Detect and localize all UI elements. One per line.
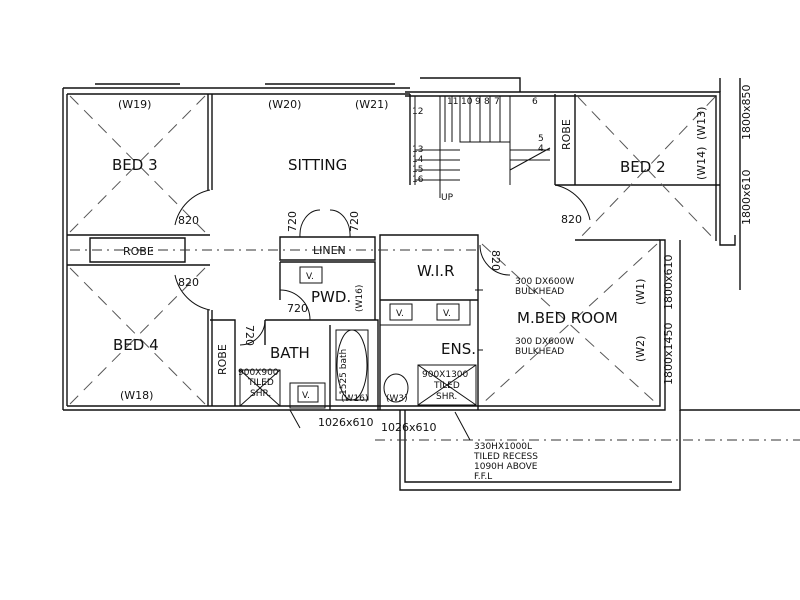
- window-w14: (W14): [695, 147, 708, 180]
- step-5: 5: [538, 134, 544, 144]
- door-bed4: 820: [178, 276, 199, 289]
- door-mbed: 820: [489, 250, 502, 271]
- shower-bath-shr: SHR.: [250, 389, 271, 399]
- shower-bath-tiled: TILED: [247, 378, 274, 388]
- basin-pwd: V.: [306, 272, 314, 282]
- shower-bath-size: 900X900: [238, 368, 279, 378]
- room-sitting: SITTING: [288, 156, 347, 174]
- door-pwd: 720: [287, 302, 308, 315]
- recess-note-size: 330HX1000L: [474, 442, 532, 452]
- room-bed3: BED 3: [112, 156, 158, 174]
- window-w18: (W18): [120, 389, 153, 402]
- door-linen-1: 720: [286, 211, 299, 232]
- fixtures: [239, 266, 483, 441]
- stairs: [414, 96, 551, 198]
- recess-note-height: 1090H ABOVE: [474, 462, 538, 472]
- step-15: 15: [412, 165, 423, 175]
- fixture-labels: V. V. V. V. 900X900 TILED SHR. 900X1300 …: [238, 272, 469, 402]
- step-13: 13: [412, 145, 423, 155]
- window-w13: (W13): [695, 107, 708, 140]
- room-mbed: M.BED ROOM: [517, 309, 618, 327]
- door-bed3: 820: [178, 214, 199, 227]
- bulkhead-note-2-label: BULKHEAD: [515, 347, 564, 357]
- room-labels: BED 3 SITTING BED 2 BED 4 M.BED ROOM W.I…: [112, 119, 666, 375]
- stair-numbers: 11 10 9 8 7 6 12 5 4 13 14 15 16 UP: [412, 97, 544, 203]
- room-wir: W.I.R: [417, 262, 455, 280]
- window-dim-mbed-top: 1800x610: [662, 254, 675, 310]
- robe-bed2-label: ROBE: [560, 119, 573, 150]
- shower-ens-tiled: TILED: [433, 381, 460, 391]
- shower-ens-shr: SHR.: [436, 392, 457, 402]
- step-6: 6: [532, 97, 538, 107]
- walls: [62, 77, 800, 491]
- room-bed2: BED 2: [620, 158, 666, 176]
- basin-ens-2: V.: [443, 309, 451, 319]
- window-dim-top: 1800x850: [740, 84, 753, 140]
- window-dim-mbed-bot: 1800x1450: [662, 323, 675, 386]
- step-10: 10: [461, 97, 473, 107]
- shower-ens-size: 900X1300: [422, 370, 469, 380]
- step-4: 4: [538, 144, 544, 154]
- window-dim-ens: 1026x610: [381, 421, 437, 434]
- window-w16-pwd: (W16): [355, 285, 365, 312]
- dimension-labels: 820 820 820 820 720 720 720 720 1800x850…: [178, 84, 753, 434]
- step-16: 16: [412, 175, 424, 185]
- room-bath: BATH: [270, 344, 310, 362]
- doors: [174, 184, 591, 346]
- door-bed2: 820: [561, 213, 582, 226]
- robe-left-label: ROBE: [123, 245, 154, 258]
- step-8: 8: [484, 97, 490, 107]
- window-w20: (W20): [268, 98, 301, 111]
- robe-bed4-label: ROBE: [216, 344, 229, 375]
- window-w16-bath: (W16): [341, 394, 368, 404]
- window-w2: (W2): [634, 336, 647, 362]
- step-11: 11: [447, 97, 458, 107]
- bulkhead-note-1: 300 DX600W: [515, 277, 574, 287]
- recess-note-tiled: TILED RECESS: [473, 452, 538, 462]
- bulkhead-note-1-label: BULKHEAD: [515, 287, 564, 297]
- door-linen-2: 720: [348, 211, 361, 232]
- door-bath: 720: [243, 325, 256, 346]
- basin-ens-1: V.: [396, 309, 404, 319]
- room-pwd: PWD.: [311, 288, 351, 306]
- stairs-up-label: UP: [441, 193, 454, 203]
- bath-tub-label: 1525 bath: [339, 349, 349, 395]
- step-14: 14: [412, 155, 424, 165]
- notes: 300 DX600W BULKHEAD 300 DX600W BULKHEAD …: [473, 277, 574, 482]
- window-w1: (W1): [634, 279, 647, 305]
- step-7: 7: [494, 97, 500, 107]
- window-w19: (W19): [118, 98, 151, 111]
- bulkhead-note-2: 300 DX600W: [515, 337, 574, 347]
- room-ens: ENS.: [441, 340, 476, 358]
- window-labels: (W19) (W20) (W21) (W13) (W14) (W18) (W1)…: [118, 98, 708, 404]
- window-dim-mid: 1800x610: [740, 169, 753, 225]
- window-dim-bath: 1026x610: [318, 416, 374, 429]
- step-9: 9: [475, 97, 481, 107]
- window-w3: (W3): [386, 394, 408, 404]
- basin-bath: V.: [302, 391, 310, 401]
- window-w21: (W21): [355, 98, 388, 111]
- recess-note-ffl: F.F.L: [474, 472, 492, 482]
- step-12: 12: [412, 107, 423, 117]
- room-bed4: BED 4: [113, 336, 159, 354]
- linen-label: LINEN: [313, 244, 346, 257]
